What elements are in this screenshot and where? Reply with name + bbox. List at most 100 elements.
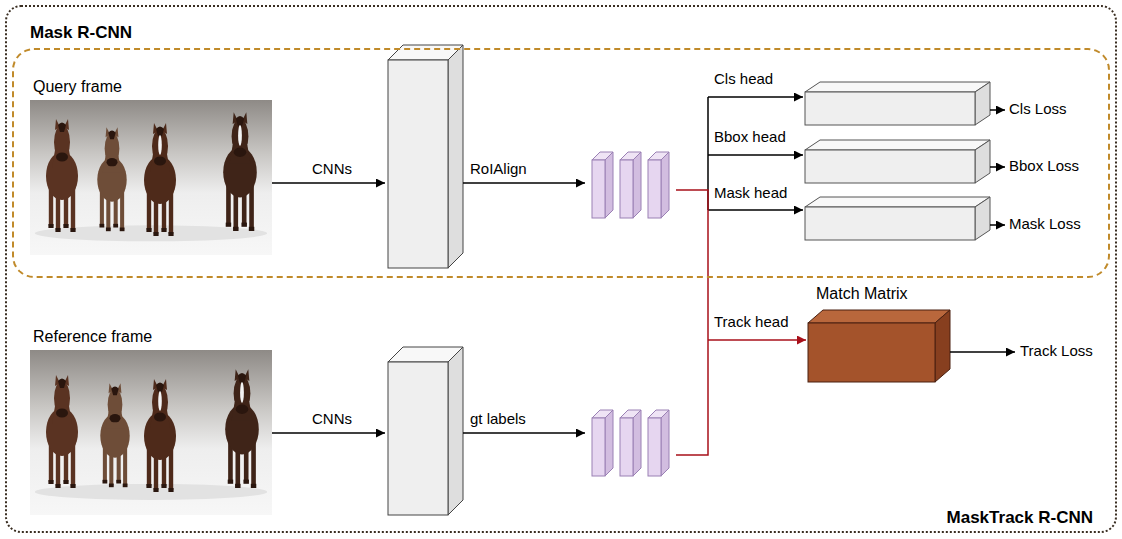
backbone-block-front [388,60,448,268]
horse-body [225,404,259,454]
video-frame-photo [30,350,272,515]
roi-feature-block [648,410,669,476]
head-block-side [975,197,990,240]
horse-hoof [168,488,173,492]
horse-neck [52,150,72,168]
node-heading: Reference frame [33,326,152,348]
horse-hoof [116,480,121,484]
flow-lines [272,97,1015,455]
head-block-side [975,140,990,183]
photo-ground-shadow [35,484,267,500]
photo-background [30,350,272,515]
horse-mane [58,123,66,133]
frame-image: Reference frame [30,350,272,515]
part-label: Mask head [714,184,787,201]
part-label: RoIAlign [470,160,527,177]
backbone-block [388,347,463,515]
backbone-block [388,45,463,268]
horse-figure [144,379,176,492]
part-label: Cls Loss [1009,100,1067,117]
roi-feature-block-front [648,160,661,218]
match-matrix-block-front [808,323,935,382]
roi-feature-block-front [648,418,661,476]
match-matrix-block-top [808,310,950,323]
flow-arrow [676,190,708,455]
head-block-front [805,207,975,240]
horse-muzzle [109,414,120,422]
horse-figure [46,375,78,488]
horse-hoof [48,480,53,484]
node-heading: Query frame [33,76,122,98]
roi-feature-block [620,410,641,476]
horse-neck [230,145,251,164]
roi-feature-block [620,152,641,218]
roi-feature-block-side [605,410,613,476]
roi-feature-block-side [633,410,641,476]
horse-mane [108,130,115,139]
horse-neck [52,406,72,424]
head-block [805,197,990,240]
horse-hoof [146,228,151,232]
photo-background [30,100,272,255]
horse-hoof [146,484,151,488]
horse-muzzle [154,413,166,422]
horse-muzzle [236,405,249,414]
horse-hoof [228,480,233,484]
node-heading: Match Matrix [816,283,908,305]
roi-feature-block-front [620,418,633,476]
horse-body [223,147,257,197]
horse-mane [156,383,164,393]
head-block-top [805,82,990,92]
part-label: Track Loss [1020,342,1093,359]
flow-arrow [463,182,585,184]
horse-hoof [161,484,166,488]
roi-feature-block-front [592,418,605,476]
horse-figure [144,123,176,236]
backbone-block-side [448,45,463,268]
horse-hoof [102,480,107,484]
match-matrix-block [808,310,950,382]
horse-hoof [55,484,60,488]
horse-figure [97,127,126,231]
horse-figure [46,119,78,232]
horse-muzzle [234,148,247,157]
node-heading: MaskTrack R-CNN [947,507,1093,529]
head-block [805,140,990,183]
roi-feature-block [592,152,613,218]
horse-hoof [233,227,238,231]
horse-neck [150,154,170,172]
horse-hoof [251,484,256,488]
part-label: gt labels [470,410,526,427]
head-block-top [805,197,990,207]
flow-arrow [990,224,1005,226]
horse-figure [100,383,129,487]
horse-figure [223,112,257,231]
roi-feature-block-front [592,160,605,218]
horse-hoof [48,224,53,228]
horse-hoof [120,228,125,232]
horse-hoof [153,488,158,492]
roi-feature-block-side [605,152,613,218]
frame-image: Query frame [30,100,272,255]
horse-mane [156,127,164,137]
flow-arrow [708,209,803,211]
horse-blaze [158,391,162,411]
horse-body [46,152,78,200]
horse-hoof [168,232,173,236]
horse-blaze [158,135,162,155]
head-block-front [805,150,975,183]
horse-hoof [243,480,248,484]
horse-neck [103,156,121,173]
video-frame-photo [30,100,272,255]
horse-muzzle [106,158,117,166]
part-label: Cls head [714,70,773,87]
horse-muzzle [56,153,68,162]
horse-hoof [99,224,104,228]
horse-hoof [109,484,114,488]
node-heading: Mask R-CNN [30,22,132,44]
roi-feature-block-front [620,160,633,218]
horse-hoof [249,227,254,231]
